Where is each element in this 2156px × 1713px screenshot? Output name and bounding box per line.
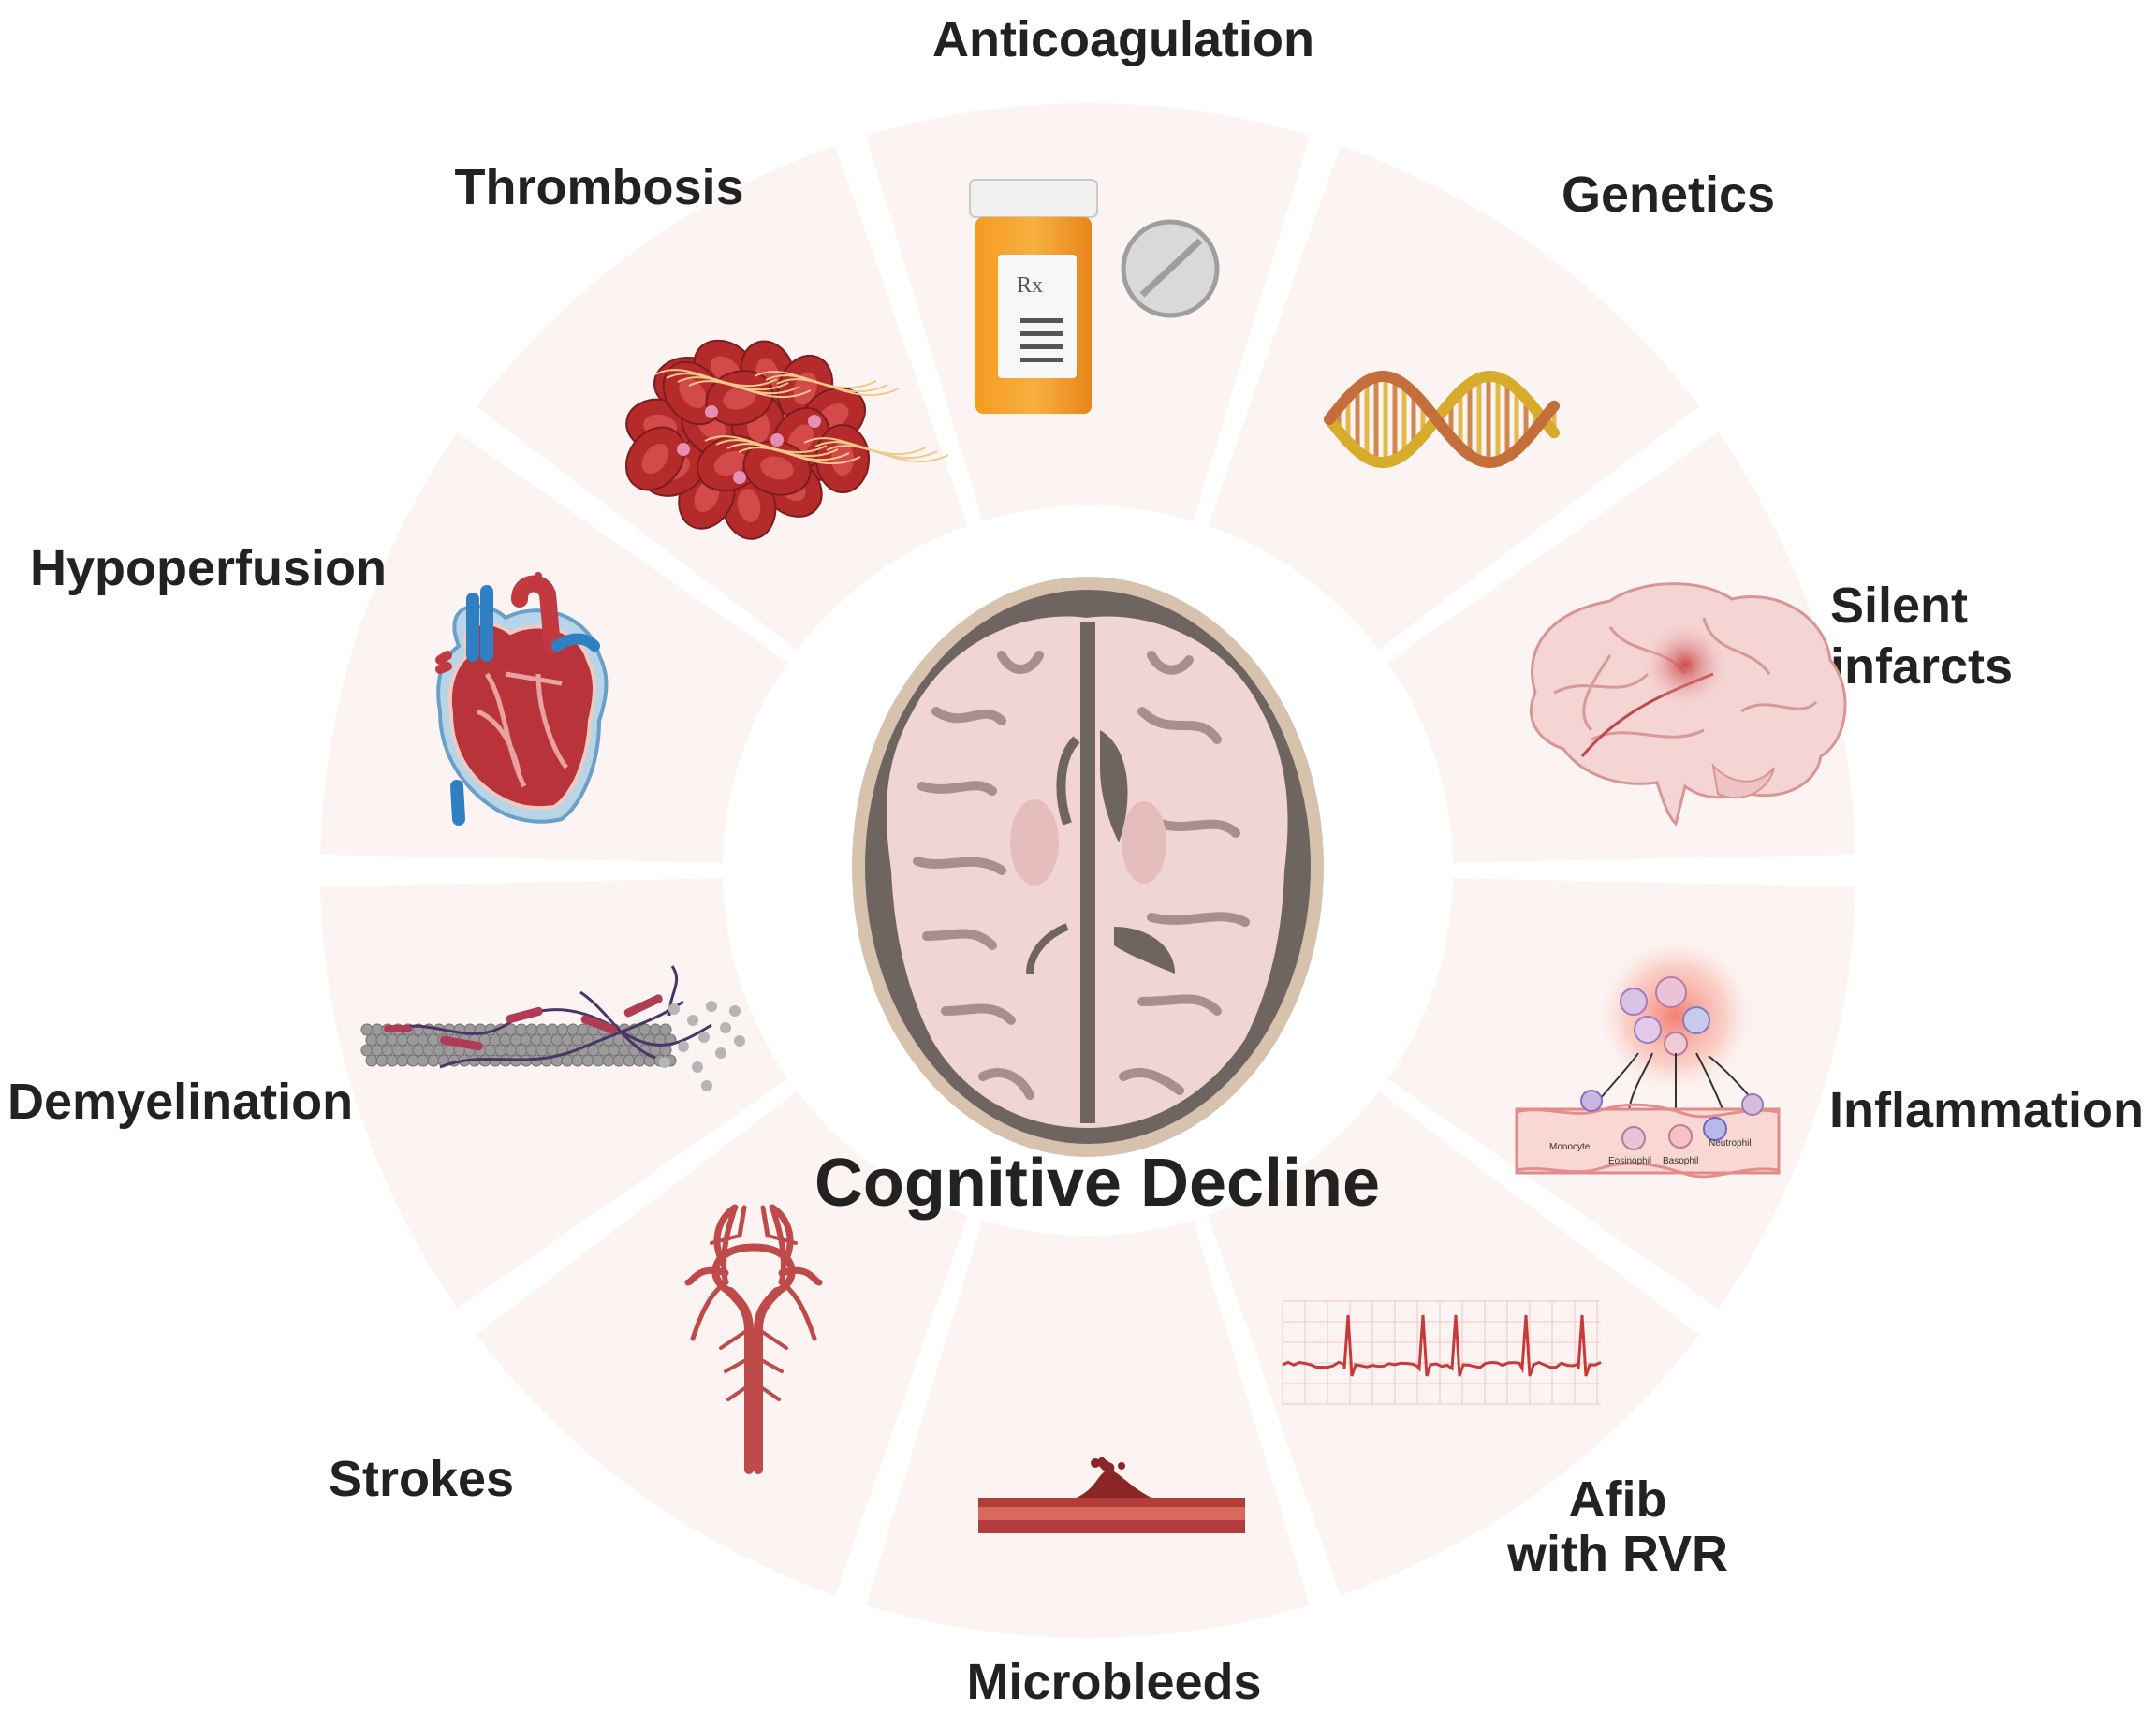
label-strokes: Strokes — [329, 1451, 514, 1507]
label-thrombosis: Thrombosis — [454, 159, 743, 215]
label-anticoagulation: Anticoagulation — [932, 11, 1314, 67]
label-microbleeds: Microbleeds — [966, 1654, 1261, 1710]
label-demyelination: Demyelination — [7, 1074, 353, 1130]
cell-label-monocyte: Monocyte — [1549, 1142, 1591, 1152]
cell-label-eosinophil: Eosinophil — [1608, 1156, 1651, 1166]
cell-label-neutrophil: Neutrophil — [1709, 1138, 1752, 1149]
brain-cross-section — [852, 577, 1324, 1157]
label-silent-infarcts: Silentinfarcts — [1830, 578, 2013, 695]
cell-label-basophil: Basophil — [1663, 1156, 1698, 1166]
rx-label: Rx — [1017, 273, 1043, 298]
label-hypoperfusion: Hypoperfusion — [30, 540, 387, 596]
label-genetics: Genetics — [1562, 167, 1775, 223]
center-title: Cognitive Decline — [814, 1146, 1380, 1221]
label-inflammation: Inflammation — [1829, 1082, 2144, 1138]
